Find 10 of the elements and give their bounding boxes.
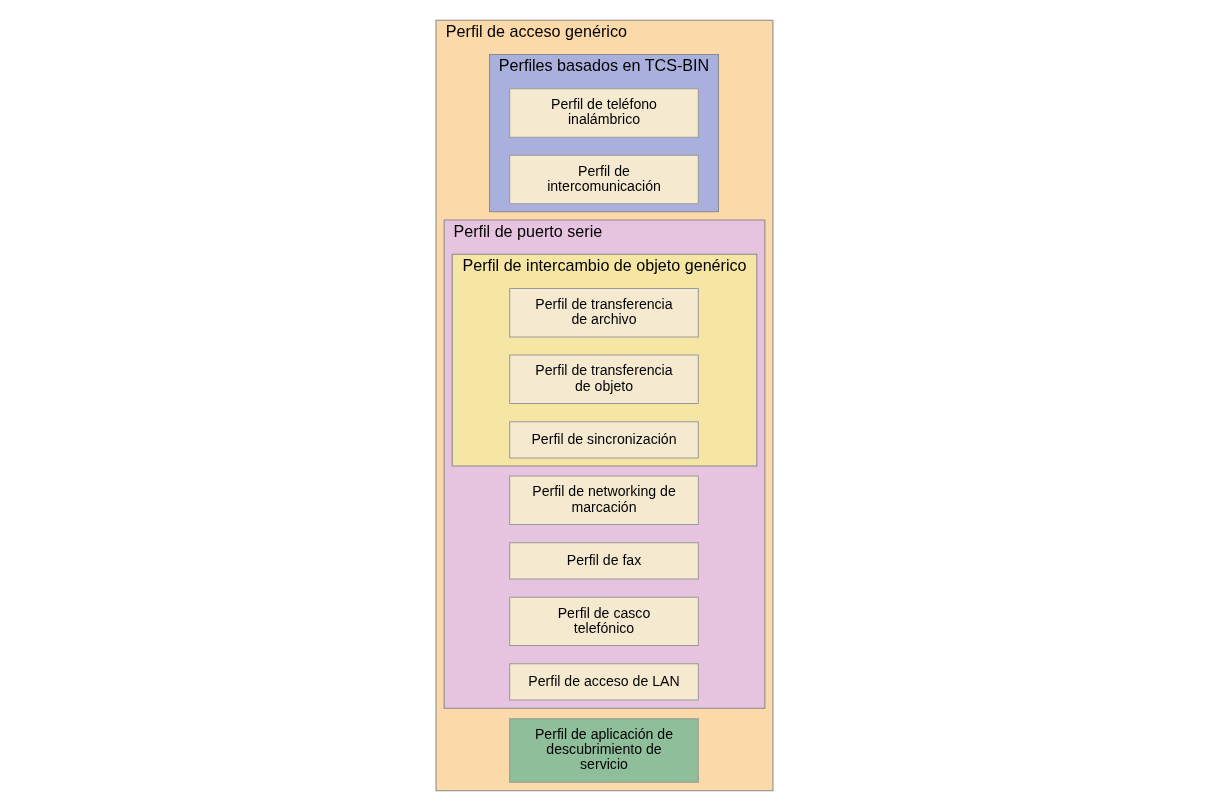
node-box: Perfil de sincronización: [509, 421, 699, 459]
node-box: Perfil de fax: [509, 542, 699, 580]
node-box: Perfil de intercomunicación: [509, 154, 699, 205]
node-box: Perfil de casco telefónico: [509, 596, 699, 647]
node-box: Perfil de aplicación de descubrimiento de servicio: [509, 718, 699, 783]
node-box: Perfil de teléfono inalámbrico: [509, 88, 699, 138]
node-box: Perfil de transferencia de archivo: [509, 287, 699, 338]
node-box: Perfil de transferencia de objeto: [509, 354, 699, 404]
node-box: Perfil de networking de marcación: [509, 475, 699, 526]
node-box: Perfil de acceso de LAN: [509, 663, 699, 701]
